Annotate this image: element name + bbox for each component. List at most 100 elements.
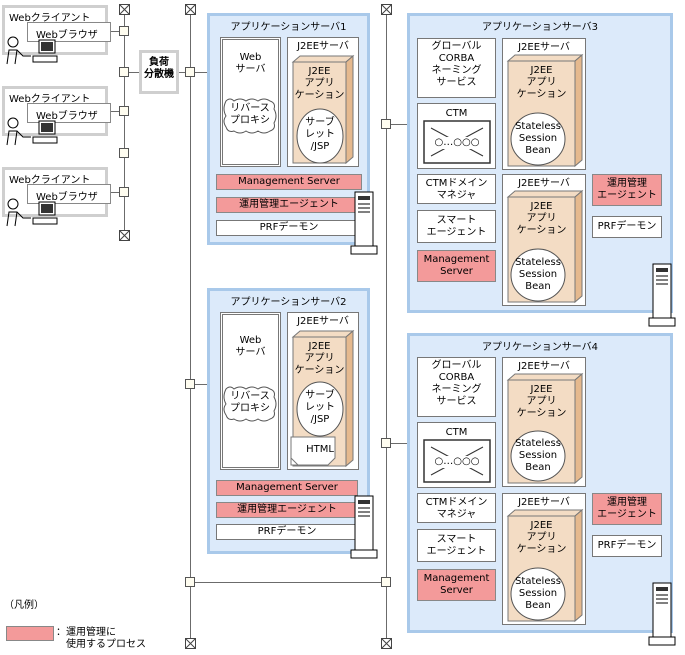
management-server: Management Server (216, 480, 358, 496)
user-computer-icon (6, 117, 58, 146)
management-server: Management Server (216, 174, 362, 190)
network-node (119, 106, 129, 116)
ctm-dots: ○…○○○ (425, 456, 489, 468)
branch (107, 111, 124, 112)
ctm-label: CTM (445, 108, 468, 119)
terminator-icon (119, 230, 130, 241)
network-node (119, 67, 129, 77)
global-corba-naming: グローバル CORBA ネーミング サービス (417, 357, 496, 417)
client-browser: Webブラウザ (27, 103, 111, 123)
web-client-1: Webクライアント Webブラウザ (2, 5, 111, 55)
management-server: Management Server (417, 569, 496, 601)
j2ee-app-label: J2EE アプリ ケーション (516, 65, 567, 100)
mgmt-agent: 運用管理エージェント (216, 502, 358, 518)
terminator-icon (185, 638, 196, 649)
branch (386, 443, 408, 444)
network-node (381, 438, 391, 448)
client-title: Webクライアント (9, 13, 91, 24)
server-title: アプリケーションサーバ4 (481, 342, 599, 353)
j2ee-app-label: J2EE アプリ ケーション (516, 384, 567, 419)
j2ee-server-label: J2EEサーバ (518, 497, 570, 508)
branch (178, 72, 190, 73)
legend-title: （凡例） (4, 600, 44, 611)
j2ee-server-label: J2EEサーバ (297, 316, 349, 327)
j2ee-server-label: J2EEサーバ (518, 42, 570, 53)
bean-ellipse (510, 430, 566, 482)
legend-swatch (6, 626, 54, 641)
branch (190, 72, 208, 73)
bean-ellipse (510, 112, 566, 166)
j2ee-app-label: J2EE アプリ ケーション (516, 201, 567, 236)
ctm-dots: ○…○○○ (425, 137, 489, 149)
servlet-label: サーブ レット /JSP (305, 117, 335, 152)
j2ee-app-label: J2EE アプリ ケーション (516, 520, 567, 555)
reverse-proxy-label: リバース プロキシ (230, 391, 270, 414)
server-title: アプリケーションサーバ3 (481, 22, 599, 33)
smart-agent: スマート エージェント (417, 210, 496, 243)
reverse-proxy-label: リバース プロキシ (230, 103, 270, 126)
reverse-proxy-shape (223, 386, 277, 422)
network-node (119, 187, 129, 197)
branch (107, 192, 124, 193)
network-node (185, 379, 195, 389)
load-balancer: 負荷 分散機 (139, 50, 179, 94)
prf-daemon: PRFデーモン (592, 535, 662, 557)
branch (190, 384, 208, 385)
terminator-icon (381, 4, 392, 15)
legend-description: ：運用管理に 使用するプロセス (56, 627, 146, 650)
client-title: Webクライアント (9, 175, 91, 186)
mgmt-agent: 運用管理 エージェント (592, 493, 662, 525)
mgmt-agent: 運用管理 エージェント (592, 174, 662, 206)
ctm-domain-manager: CTMドメイン マネジャ (417, 174, 496, 204)
bean-ellipse (510, 567, 566, 621)
terminator-icon (185, 4, 196, 15)
user-computer-icon (6, 198, 58, 227)
server-lan-line-right (386, 10, 387, 645)
bean-ellipse (510, 248, 566, 302)
server-machine-icon (350, 495, 378, 559)
ctm-domain-manager: CTMドメイン マネジャ (417, 493, 496, 523)
network-node (119, 148, 129, 158)
client-title: Webクライアント (9, 94, 91, 105)
user-computer-icon (6, 36, 58, 65)
server-title: アプリケーションサーバ1 (230, 22, 347, 33)
servlet-ellipse (296, 108, 344, 164)
prf-daemon: PRFデーモン (216, 524, 358, 540)
server-machine-icon (648, 582, 676, 646)
branch (124, 72, 140, 73)
smart-agent: スマート エージェント (417, 529, 496, 562)
management-server: Management Server (417, 250, 496, 282)
j2ee-app-label: J2EE アプリ ケーション (294, 66, 345, 101)
server-machine-icon (648, 263, 676, 327)
network-node (185, 67, 195, 77)
client-network-line (124, 10, 125, 235)
terminator-icon (119, 4, 130, 15)
terminator-icon (381, 638, 392, 649)
web-server-label: Web サーバ (235, 335, 266, 358)
network-node (381, 119, 391, 129)
branch (386, 124, 408, 125)
j2ee-server-label: J2EEサーバ (518, 361, 570, 372)
bean-label: Stateless Session Bean (515, 121, 561, 156)
prf-daemon: PRFデーモン (592, 216, 662, 238)
prf-daemon: PRFデーモン (216, 220, 362, 236)
mgmt-agent: 運用管理エージェント (216, 197, 362, 213)
j2ee-app-label: J2EE アプリ ケーション (294, 341, 345, 376)
servlet-label: サーブ レット /JSP (305, 390, 335, 425)
server-machine-icon (350, 191, 378, 255)
lan-connector (190, 582, 386, 583)
client-browser: Webブラウザ (27, 184, 111, 204)
servlet-ellipse (296, 381, 344, 437)
bean-label: Stateless Session Bean (515, 257, 561, 292)
network-node (185, 577, 195, 587)
server-lan-line-left (190, 10, 191, 645)
branch (107, 31, 124, 32)
j2ee-server-label: J2EEサーバ (297, 41, 349, 52)
server-title: アプリケーションサーバ2 (230, 297, 347, 308)
html-document-icon (290, 436, 336, 466)
global-corba-naming: グローバル CORBA ネーミング サービス (417, 38, 496, 98)
bean-label: Stateless Session Bean (515, 438, 561, 473)
html-label: HTML (306, 444, 334, 455)
network-node (381, 577, 391, 587)
client-browser: Webブラウザ (27, 22, 111, 42)
